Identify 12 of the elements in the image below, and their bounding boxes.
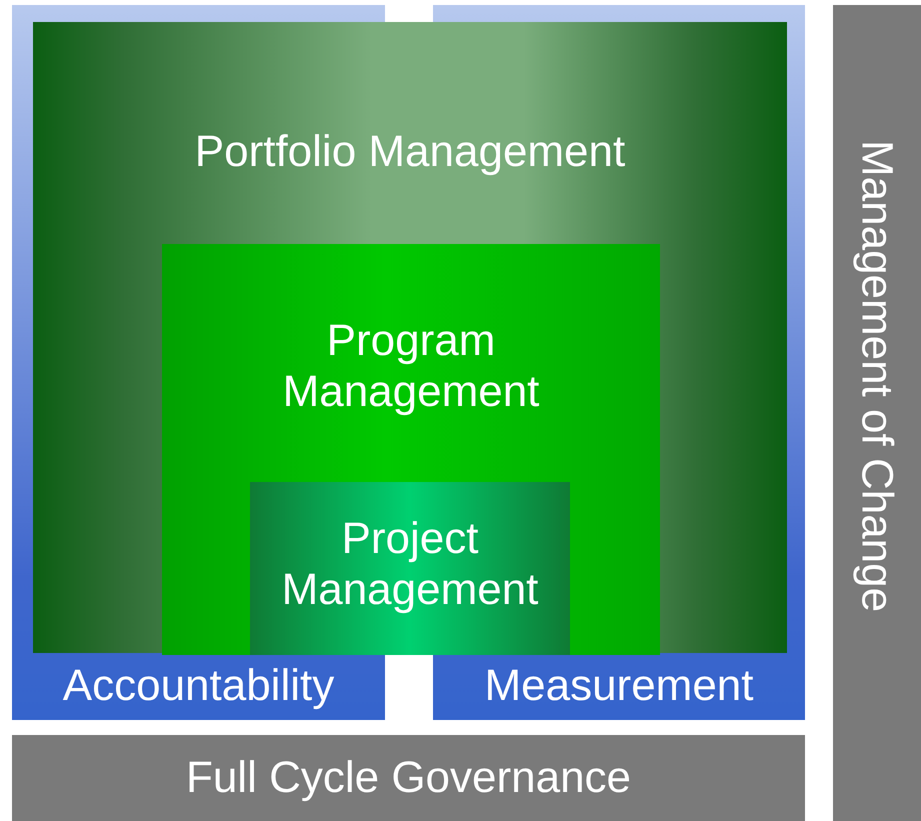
program-box xyxy=(162,244,660,655)
box-label: Management of Change xyxy=(852,140,902,612)
box-label: Full Cycle Governance xyxy=(184,753,632,804)
box-label: Measurement xyxy=(483,661,754,712)
portfolio-box xyxy=(33,22,787,653)
box-label: Program Management xyxy=(282,316,540,418)
box-label: Project Management xyxy=(280,514,540,616)
box-label: Accountability xyxy=(62,661,336,712)
change-bar xyxy=(833,5,921,821)
project-box xyxy=(250,482,570,655)
governance-bar xyxy=(12,735,805,821)
box-label: Portfolio Management xyxy=(194,127,626,178)
